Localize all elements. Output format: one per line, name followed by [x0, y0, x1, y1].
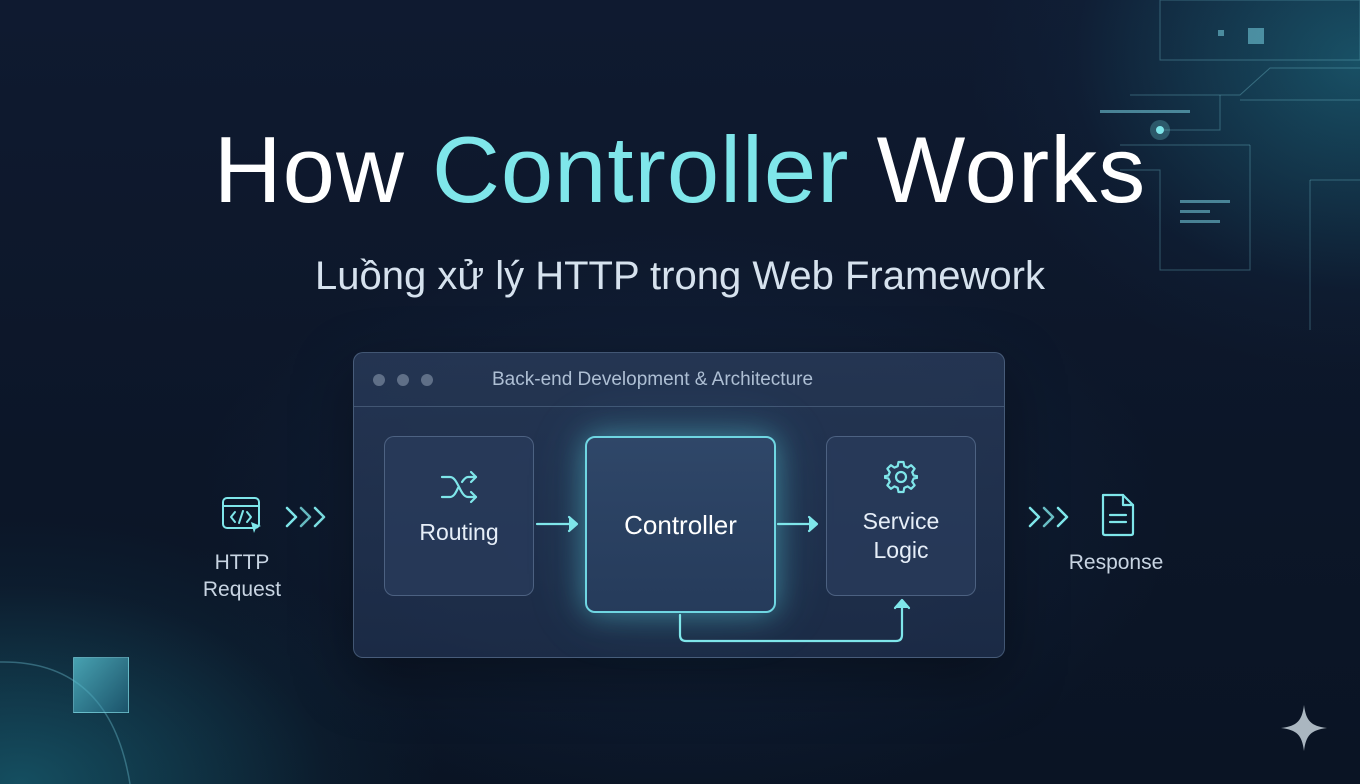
code-browser-icon — [222, 497, 261, 533]
window-title-bar: Back-end Development & Architecture — [354, 353, 1004, 407]
window-dot — [397, 374, 409, 386]
chevrons-right-icon — [1028, 506, 1069, 528]
circuit-decoration — [1100, 0, 1360, 330]
window-dot — [421, 374, 433, 386]
shuffle-icon — [440, 470, 478, 504]
controller-label: Controller — [624, 510, 737, 540]
document-icon — [1101, 493, 1135, 537]
window-dot — [373, 374, 385, 386]
architecture-window: Back-end Development & Architecture Rout… — [353, 352, 1005, 658]
service-logic-label: Service Logic — [862, 508, 940, 563]
response-label: Response — [1068, 551, 1164, 574]
service-logic-box: Service Logic — [826, 436, 976, 596]
glowing-square-decoration — [73, 657, 129, 713]
http-request-label: HTTP Request — [202, 551, 282, 602]
page-subtitle: Luồng xử lý HTTP trong Web Framework — [315, 254, 1045, 298]
window-title: Back-end Development & Architecture — [492, 369, 814, 390]
flow-arrows — [535, 515, 911, 643]
title-accent: Controller — [431, 117, 850, 222]
page-title: How Controller Works — [213, 117, 1147, 222]
controller-box: Controller — [585, 436, 776, 613]
chevrons-right-icon — [285, 506, 326, 528]
arrow-controller-loop — [678, 603, 904, 643]
sparkle-icon — [1281, 705, 1327, 751]
routing-label: Routing — [419, 519, 499, 545]
gear-icon — [884, 460, 918, 494]
routing-box: Routing — [384, 436, 534, 596]
